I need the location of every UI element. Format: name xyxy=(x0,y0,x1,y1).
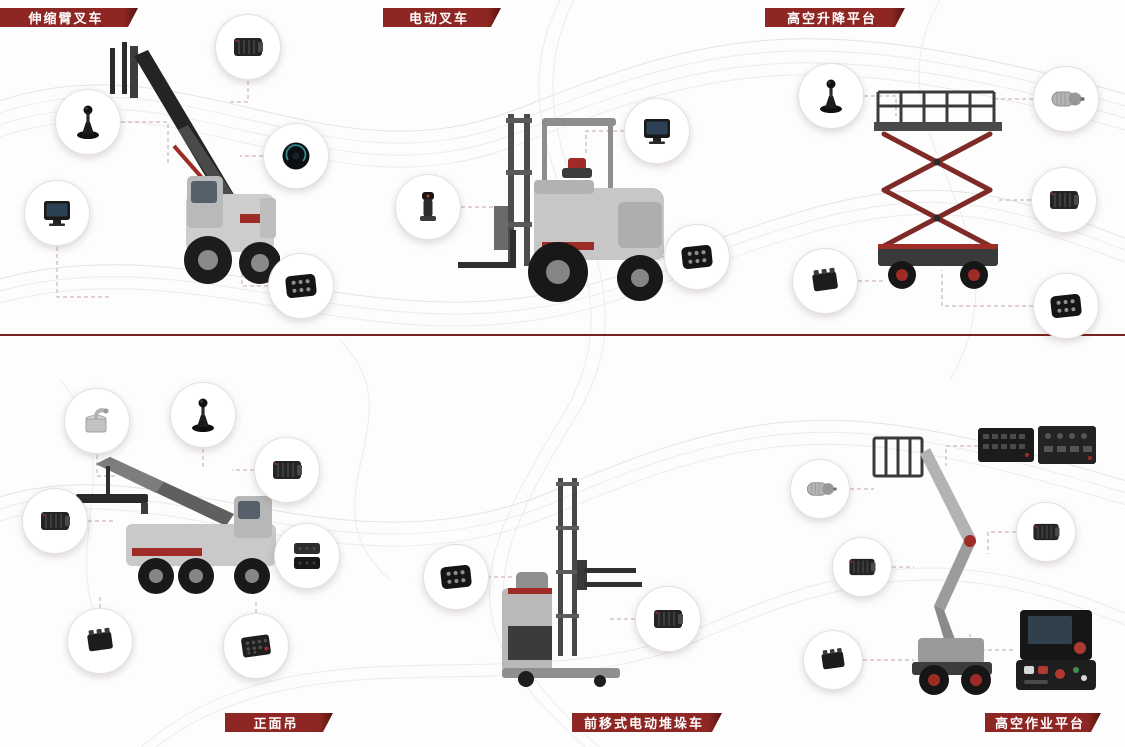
component-circle-controller-module xyxy=(215,14,281,80)
component-circle-connector-pad xyxy=(1033,273,1099,339)
steering-motor-icon xyxy=(281,141,311,171)
control-panel-image xyxy=(978,426,1096,464)
telescopic-handler-illustration xyxy=(110,42,280,284)
banner-boom-lift: 高空作业平台 xyxy=(985,713,1101,732)
component-circle-connector-pad xyxy=(423,544,489,610)
reach-stacker-illustration xyxy=(76,457,276,594)
scissor-lift-illustration xyxy=(874,90,1002,289)
power-module-icon xyxy=(820,647,845,670)
component-circle-joystick xyxy=(170,382,236,448)
power-module-icon xyxy=(811,267,839,292)
component-circle-controller-stack xyxy=(274,523,340,589)
heatsink-module-icon xyxy=(40,511,71,531)
boom-lift-illustration xyxy=(872,436,992,695)
component-circle-joystick xyxy=(55,89,121,155)
component-circle-controller-module xyxy=(1016,502,1076,562)
banner-scissor-lift: 高空升降平台 xyxy=(765,8,905,27)
component-circle-filler-unit xyxy=(64,388,130,454)
connector-pad-icon xyxy=(680,244,714,270)
component-circle-display-screen xyxy=(624,98,690,164)
controller-stack-icon xyxy=(294,543,320,569)
banner-label: 正面吊 xyxy=(253,716,299,731)
controller-module-icon xyxy=(272,460,303,480)
connector-pad-icon xyxy=(1049,293,1083,319)
banner-label: 电动叉车 xyxy=(408,11,469,26)
banner-label: 高空升降平台 xyxy=(786,11,877,26)
display-screen-icon xyxy=(644,119,670,144)
control-handle-icon xyxy=(420,192,436,221)
banner-label: 前移式电动堆垛车 xyxy=(583,716,704,731)
controller-module-icon xyxy=(233,37,264,57)
component-circle-power-module xyxy=(67,608,133,674)
component-circle-connector-pad xyxy=(664,224,730,290)
drive-motor-icon xyxy=(806,482,838,496)
banner-reach-stacker: 正面吊 xyxy=(225,713,333,732)
controller-module-icon xyxy=(1049,190,1080,210)
component-circle-controller-module xyxy=(254,437,320,503)
component-circle-display-module xyxy=(24,180,90,246)
section-divider xyxy=(0,334,1125,336)
electric-forklift-illustration xyxy=(458,114,664,302)
component-circle-keypad-panel xyxy=(223,613,289,679)
component-circle-controller-module xyxy=(635,586,701,652)
control-box-image xyxy=(1016,610,1096,690)
banner-label: 高空作业平台 xyxy=(994,716,1085,731)
controller-module-icon xyxy=(653,609,684,629)
component-circle-controller-module xyxy=(832,537,892,597)
controller-module-icon xyxy=(1032,523,1061,541)
banner-electric-forklift: 电动叉车 xyxy=(383,8,501,27)
component-circle-control-handle xyxy=(395,174,461,240)
component-circle-steering-motor xyxy=(263,123,329,189)
component-circle-controller-module xyxy=(1031,167,1097,233)
power-module-icon xyxy=(86,627,114,652)
component-circle-drive-motor xyxy=(790,459,850,519)
controller-module-icon xyxy=(848,558,877,576)
banner-telescopic-handler: 伸缩臂叉车 xyxy=(0,8,138,27)
reach-truck-illustration xyxy=(502,478,642,687)
banner-label: 伸缩臂叉车 xyxy=(28,11,104,26)
display-module-icon xyxy=(44,201,70,226)
component-circle-drive-motor xyxy=(1033,66,1099,132)
component-circle-joystick-controller xyxy=(798,63,864,129)
keypad-panel-icon xyxy=(240,634,272,658)
filler-unit-icon xyxy=(84,406,111,434)
joystick-controller-icon xyxy=(820,79,842,113)
component-circle-heatsink-module xyxy=(22,488,88,554)
component-circle-power-module xyxy=(792,248,858,314)
connector-pad-icon xyxy=(439,564,473,590)
component-circle-connector-pad xyxy=(268,253,334,319)
joystick-icon xyxy=(77,105,99,139)
component-circle-power-module xyxy=(803,630,863,690)
joystick-icon xyxy=(192,398,214,432)
banner-reach-truck: 前移式电动堆垛车 xyxy=(572,713,722,732)
connector-pad-icon xyxy=(284,273,318,299)
drive-motor-icon xyxy=(1051,91,1085,107)
